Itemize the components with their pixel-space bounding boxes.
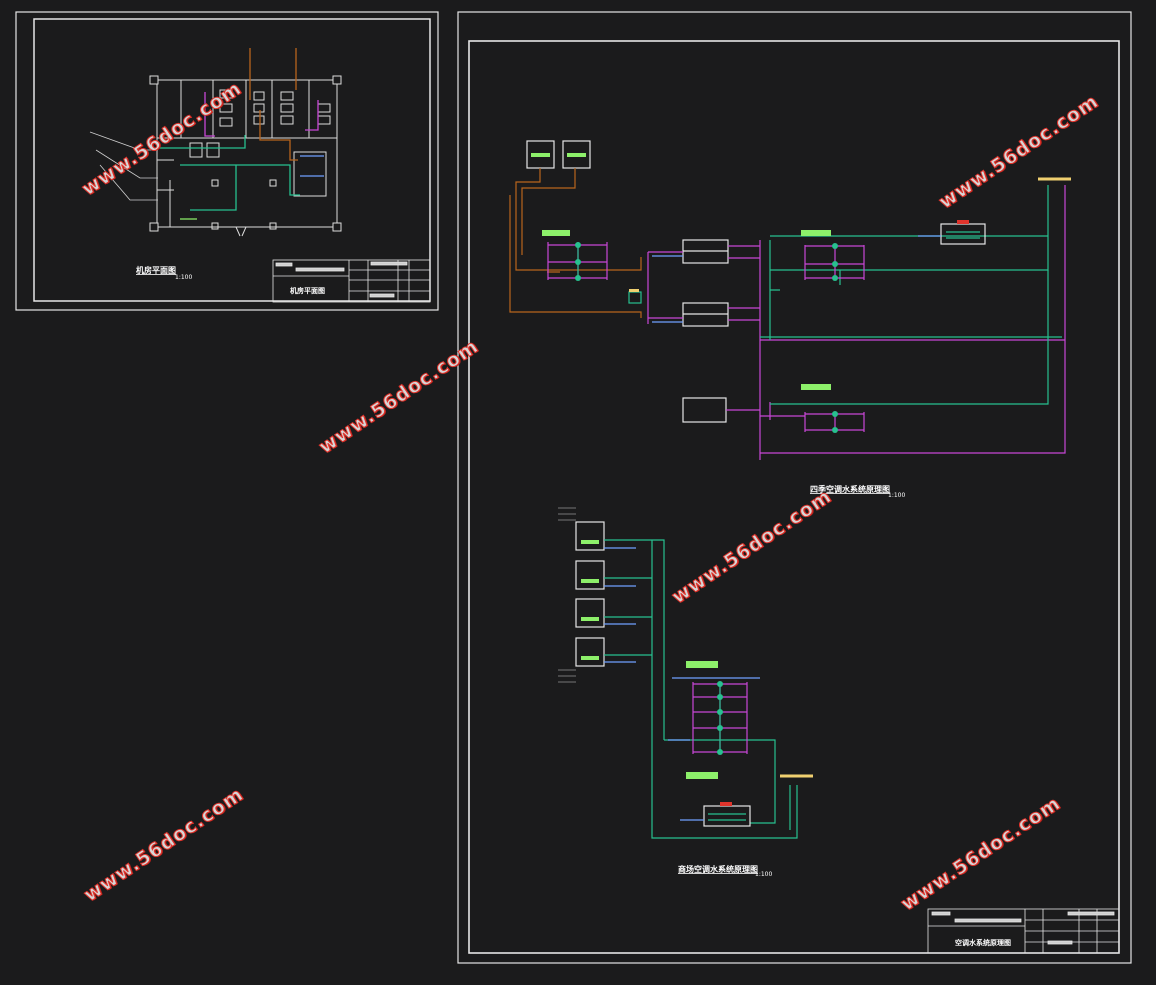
diagram1-scale: 1:100 [888,492,905,499]
machine-room-plan [149,75,342,237]
plan-scale: 1:100 [175,274,192,281]
left-title-block [272,259,431,303]
diagram2-scale: 1:100 [755,871,772,878]
diagram1-title: 四季空调水系统原理图 [810,484,890,494]
seasonal-water-system-diagram [509,140,1071,460]
right-sheet: 四季空调水系统原理图 1:100 [457,11,1132,964]
left-titleblock-name: 机房平面图 [290,286,325,295]
right-titleblock-name: 空调水系统原理图 [955,938,1011,947]
plan-pipes [89,48,324,220]
mall-water-system-diagram [558,507,813,839]
left-sheet: 机房平面图 1:100 机房平面图 [15,11,439,311]
right-title-block [927,908,1120,954]
diagram2-title: 商场空调水系统原理图 [678,864,758,874]
plan-title: 机房平面图 [136,265,176,275]
